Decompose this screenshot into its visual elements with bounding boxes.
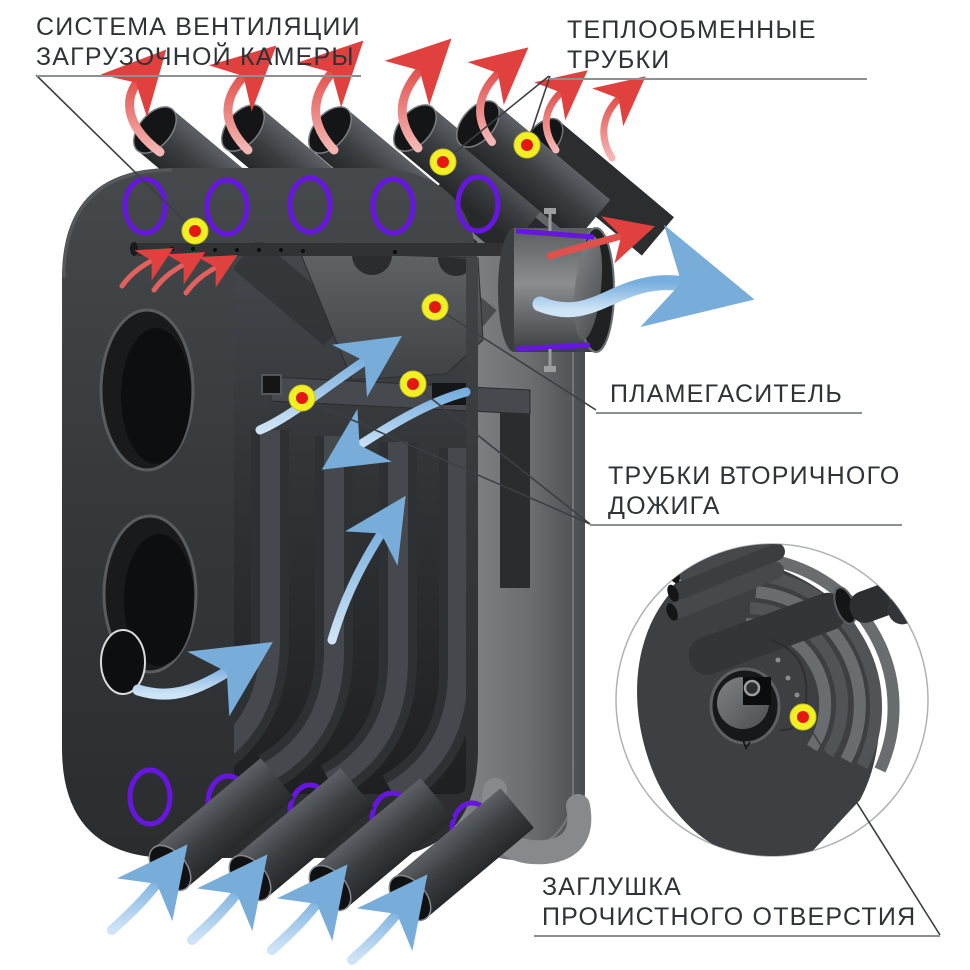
marker-secondary-tube-2 [399, 370, 427, 398]
chimney-hot-air-arrow [546, 216, 655, 264]
detail-inset-back-view [615, 543, 929, 857]
hot-air-arrows-top [100, 38, 646, 162]
marker-cleanout-plug [789, 703, 817, 731]
label-secondary-tubes-line2: ДОЖИГА [608, 492, 721, 520]
inset-seam-bolts [775, 657, 800, 698]
leader-flame-arrester [434, 306, 597, 411]
label-cleanout-plug-line2: ПРОЧИСТНОГО ОТВЕРСТИЯ [542, 903, 917, 931]
leader-heat-tube-1 [442, 75, 550, 163]
label-vent-system-line1: СИСТЕМА ВЕНТИЛЯЦИИ [36, 13, 361, 41]
label-heat-tubes-line1: ТЕПЛООБМЕННЫЕ [567, 16, 817, 44]
label-cleanout-plug: ЗАГЛУШКА ПРОЧИСТНОГО ОТВЕРСТИЯ [534, 872, 940, 937]
chimney-violet-rim-top [515, 228, 595, 240]
label-cleanout-plug-line1: ЗАГЛУШКА [542, 873, 682, 901]
label-vent-system: СИСТЕМА ВЕНТИЛЯЦИИ ЗАГРУЗОЧНОЙ КАМЕРЫ [36, 12, 361, 77]
stove-front-plate [62, 168, 478, 858]
label-flame-arrester: ПЛАМЕГАСИТЕЛЬ [596, 379, 862, 414]
leader-secondary-tube-2 [412, 383, 591, 525]
marker-vent-system [181, 217, 209, 245]
inset-cleanout-plug [709, 667, 781, 751]
label-vent-system-line2: ЗАГРУЗОЧНОЙ КАМЕРЫ [36, 43, 355, 71]
leader-secondary-tube-1 [301, 397, 591, 525]
leader-vent-system [35, 74, 196, 232]
label-secondary-tubes-line1: ТРУБКИ ВТОРИЧНОГО [608, 462, 901, 490]
callout-marker-layer [35, 74, 941, 936]
label-heat-tubes-line2: ТРУБКИ [567, 46, 671, 74]
chimney-outlet [498, 208, 615, 372]
marker-secondary-tube-1 [288, 384, 316, 412]
label-heat-tubes: ТЕПЛООБМЕННЫЕ ТРУБКИ [549, 15, 867, 80]
marker-heat-tube-2 [513, 131, 541, 159]
vent-hot-air-arrows-small [119, 248, 238, 296]
chimney-violet-rim-bottom [515, 342, 591, 352]
leader-cleanout-plug [802, 716, 941, 936]
label-secondary-tubes: ТРУБКИ ВТОРИЧНОГО ДОЖИГА [590, 461, 902, 526]
label-flame-arrester-line1: ПЛАМЕГАСИТЕЛЬ [610, 380, 843, 408]
cold-air-arrows [107, 224, 755, 965]
marker-heat-tube-1 [429, 148, 457, 176]
damper-bolts [544, 208, 556, 372]
air-inlet-tube [100, 629, 146, 695]
marker-flame-arrester [421, 293, 449, 321]
